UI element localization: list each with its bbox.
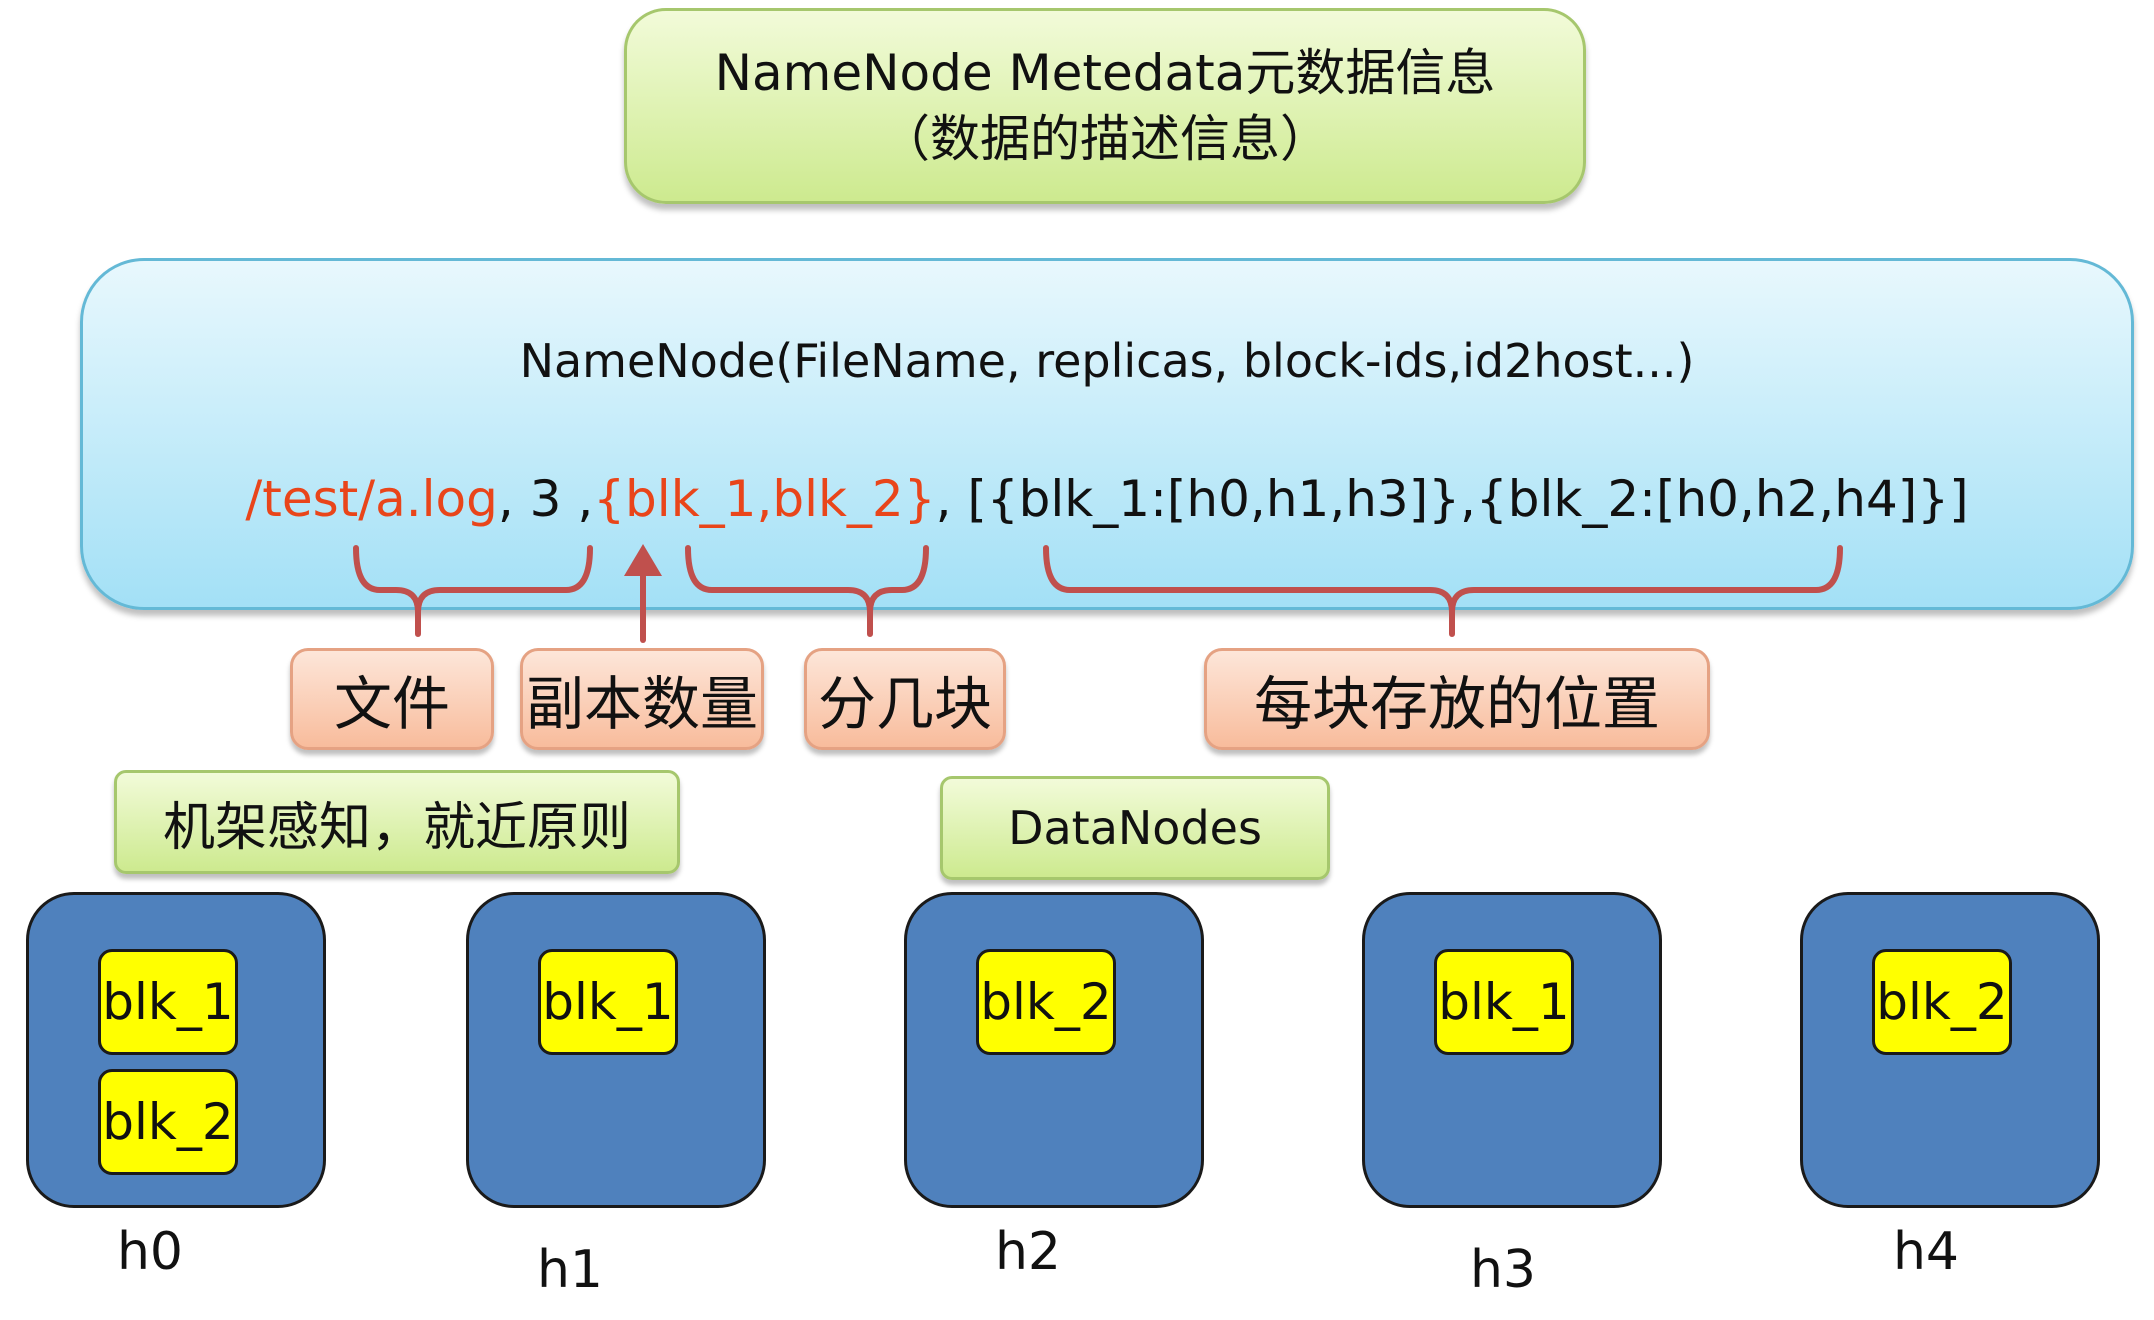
host-label-h1: h1	[536, 1240, 604, 1300]
datanode-h3: blk_1	[1362, 892, 1662, 1208]
host-label-h0: h0	[116, 1222, 184, 1282]
file-bracket	[353, 545, 593, 615]
file-path: /test/a.log	[245, 470, 498, 528]
block-ids: {blk_1,blk_2}	[593, 470, 936, 528]
block-blk-1: blk_1	[98, 949, 238, 1055]
datanode-h0: blk_1 blk_2	[26, 892, 326, 1208]
separator: ,	[497, 470, 530, 528]
host-label-h3: h3	[1469, 1240, 1537, 1300]
datanode-h4: blk_2	[1800, 892, 2100, 1208]
locations-bracket	[1043, 545, 1843, 615]
blocks-annotation: 分几块	[804, 648, 1006, 750]
namenode-signature: NameNode(FileName, replicas, block-ids,i…	[519, 334, 1695, 388]
block-blk-2: blk_2	[1872, 949, 2012, 1055]
replica-count: 3 ,	[529, 470, 594, 528]
datanode-h1: blk_1	[466, 892, 766, 1208]
metadata-title-box: NameNode Metedata元数据信息 （数据的描述信息）	[624, 8, 1586, 204]
block-locations: [{blk_1:[h0,h1,h3]},{blk_2:[h0,h2,h4]}]	[967, 470, 1969, 528]
datanode-h2: blk_2	[904, 892, 1204, 1208]
rack-awareness-note: 机架感知，就近原则	[114, 770, 680, 874]
blocks-bracket	[685, 545, 929, 615]
namenode-metadata-example: /test/a.log, 3 ,{blk_1,blk_2}, [{blk_1:[…	[80, 470, 2134, 528]
replicas-annotation: 副本数量	[520, 648, 764, 750]
host-label-h2: h2	[994, 1222, 1062, 1282]
replica-arrow-head	[624, 544, 662, 576]
block-blk-1: blk_1	[1434, 949, 1574, 1055]
host-label-h4: h4	[1892, 1222, 1960, 1282]
metadata-title: NameNode Metedata元数据信息	[714, 44, 1496, 102]
datanodes-label: DataNodes	[940, 776, 1330, 880]
block-blk-1: blk_1	[538, 949, 678, 1055]
block-blk-2: blk_2	[976, 949, 1116, 1055]
locations-annotation: 每块存放的位置	[1204, 648, 1710, 750]
separator: ,	[935, 470, 968, 528]
file-annotation: 文件	[290, 648, 494, 750]
namenode-box	[80, 258, 2134, 610]
metadata-subtitle: （数据的描述信息）	[880, 110, 1330, 168]
block-blk-2: blk_2	[98, 1069, 238, 1175]
